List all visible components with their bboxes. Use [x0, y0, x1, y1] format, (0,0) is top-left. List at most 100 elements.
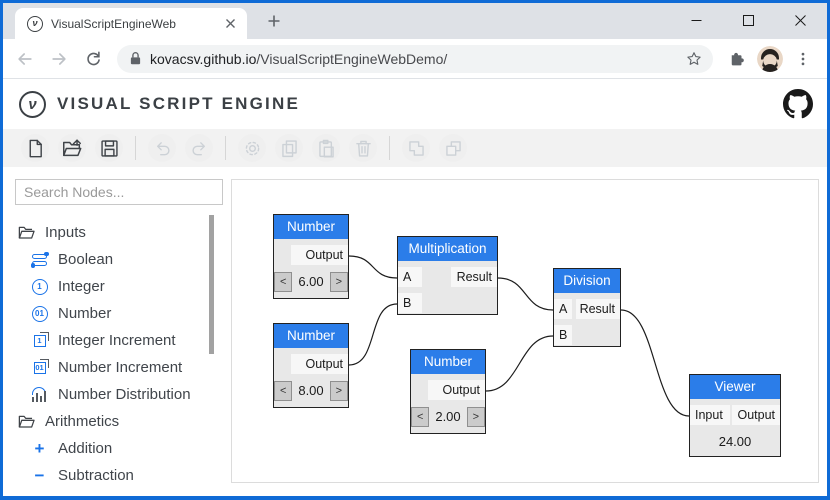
tree-item-label: Boolean: [58, 251, 114, 268]
tree-item-integer-increment[interactable]: 1 Integer Increment: [15, 327, 231, 354]
ungroup-icon[interactable]: [439, 134, 467, 162]
search-input[interactable]: [15, 179, 223, 205]
tree-item-integer[interactable]: 1 Integer: [15, 273, 231, 300]
node-value: 8.00: [298, 383, 324, 398]
back-icon[interactable]: [11, 45, 39, 73]
menu-kebab-icon[interactable]: [789, 45, 817, 73]
tree-item-label: Subtraction: [58, 467, 134, 484]
sidebar-scrollbar[interactable]: [209, 215, 214, 354]
node-number-3[interactable]: Number Output < 2.00 >: [410, 349, 486, 434]
input-slot-b[interactable]: B: [398, 293, 422, 313]
node-title[interactable]: Number: [274, 324, 348, 348]
tree-item-label: Number Distribution: [58, 386, 191, 403]
decrement-button[interactable]: <: [274, 271, 293, 292]
new-document-icon[interactable]: [21, 134, 49, 162]
output-slot[interactable]: Output: [291, 354, 348, 374]
open-document-icon[interactable]: [58, 134, 86, 162]
toolbar-separator: [389, 136, 390, 160]
github-icon[interactable]: [783, 89, 813, 119]
app-logo-icon: ν: [19, 90, 46, 118]
reload-icon[interactable]: [79, 45, 107, 73]
editor-toolbar: [3, 129, 827, 167]
integer-increment-icon: 1: [30, 331, 49, 350]
settings-gear-icon[interactable]: [238, 134, 266, 162]
avatar[interactable]: [757, 45, 783, 72]
node-number-2[interactable]: Number Output < 8.00 >: [273, 323, 349, 408]
tree-folder-arithmetics[interactable]: Arithmetics: [15, 408, 231, 435]
tree-item-label: Integer Increment: [58, 332, 176, 349]
tab-favicon-icon: ν: [27, 15, 43, 32]
group-icon[interactable]: [402, 134, 430, 162]
copy-icon[interactable]: [275, 134, 303, 162]
node-tree: Inputs Boolean 1 Integer 01: [15, 219, 231, 489]
output-slot[interactable]: Output: [732, 405, 780, 425]
minimize-icon[interactable]: [683, 7, 709, 33]
tab-strip: ν VisualScriptEngineWeb: [3, 3, 827, 39]
decrement-button[interactable]: <: [274, 380, 293, 401]
tree-item-addition[interactable]: + Addition: [15, 435, 231, 462]
increment-button[interactable]: >: [466, 406, 485, 427]
tree-item-number-distribution[interactable]: Number Distribution: [15, 381, 231, 408]
maximize-icon[interactable]: [735, 7, 761, 33]
input-slot-a[interactable]: A: [398, 267, 422, 287]
undo-icon[interactable]: [148, 134, 176, 162]
decrement-button[interactable]: <: [411, 406, 430, 427]
output-slot[interactable]: Output: [291, 245, 348, 265]
delete-trash-icon[interactable]: [349, 134, 377, 162]
forward-icon[interactable]: [45, 45, 73, 73]
node-title[interactable]: Division: [554, 269, 620, 293]
wire-number2-to-mult-b: [348, 303, 398, 366]
node-value: 24.00: [718, 434, 752, 449]
tree-item-label: Integer: [58, 278, 105, 295]
tree-item-boolean[interactable]: Boolean: [15, 246, 231, 273]
star-icon[interactable]: [685, 50, 703, 68]
tree-folder-inputs[interactable]: Inputs: [15, 219, 231, 246]
window-controls: [675, 5, 821, 35]
main-area: Inputs Boolean 1 Integer 01: [3, 167, 827, 496]
connection-wires: [348, 255, 690, 417]
node-value: 2.00: [435, 409, 461, 424]
extensions-icon[interactable]: [723, 45, 751, 73]
result-slot[interactable]: Result: [451, 267, 497, 287]
tree-item-label: Arithmetics: [45, 413, 120, 430]
increment-button[interactable]: >: [329, 380, 348, 401]
wire-div-to-viewer: [620, 309, 690, 417]
omnibox[interactable]: kovacsv.github.io/VisualScriptEngineWebD…: [117, 44, 713, 73]
result-slot[interactable]: Result: [576, 299, 620, 319]
node-viewer[interactable]: Viewer Input Output 24.00: [689, 374, 781, 457]
redo-icon[interactable]: [185, 134, 213, 162]
input-slot-a[interactable]: A: [554, 299, 572, 319]
node-value: 6.00: [298, 274, 324, 289]
node-title[interactable]: Number: [274, 215, 348, 239]
tree-item-number-increment[interactable]: 01 Number Increment: [15, 354, 231, 381]
increment-button[interactable]: >: [329, 271, 348, 292]
node-title[interactable]: Number: [411, 350, 485, 374]
tab-close-icon[interactable]: [221, 15, 239, 33]
tab-title: VisualScriptEngineWeb: [51, 16, 176, 31]
node-title[interactable]: Multiplication: [398, 237, 497, 261]
lock-icon: [130, 52, 141, 65]
folder-open-icon: [17, 412, 36, 431]
close-icon[interactable]: [787, 7, 813, 33]
input-slot[interactable]: Input: [690, 405, 730, 425]
output-slot[interactable]: Output: [428, 380, 485, 400]
paste-icon[interactable]: [312, 134, 340, 162]
wire-number3-to-div-b: [485, 335, 554, 392]
integer-circle-icon: 1: [30, 277, 49, 296]
node-number-1[interactable]: Number Output < 6.00 >: [273, 214, 349, 299]
new-tab-button[interactable]: [261, 8, 287, 34]
browser-tab[interactable]: ν VisualScriptEngineWeb: [15, 8, 247, 39]
app-header: ν VISUAL SCRIPT ENGINE: [3, 79, 827, 129]
boolean-toggle-icon: [30, 250, 49, 269]
tree-item-label: Number: [58, 305, 112, 322]
tree-item-number[interactable]: 01 Number: [15, 300, 231, 327]
node-title[interactable]: Viewer: [690, 375, 780, 399]
number-circle-icon: 01: [30, 304, 49, 323]
node-canvas[interactable]: Number Output < 6.00 > Number Output < 8…: [231, 179, 819, 483]
tree-item-subtraction[interactable]: − Subtraction: [15, 462, 231, 489]
save-document-icon[interactable]: [95, 134, 123, 162]
wire-number1-to-mult-a: [348, 255, 398, 279]
node-division[interactable]: Division A Result B: [553, 268, 621, 347]
node-multiplication[interactable]: Multiplication A Result B: [397, 236, 498, 315]
input-slot-b[interactable]: B: [554, 325, 572, 345]
